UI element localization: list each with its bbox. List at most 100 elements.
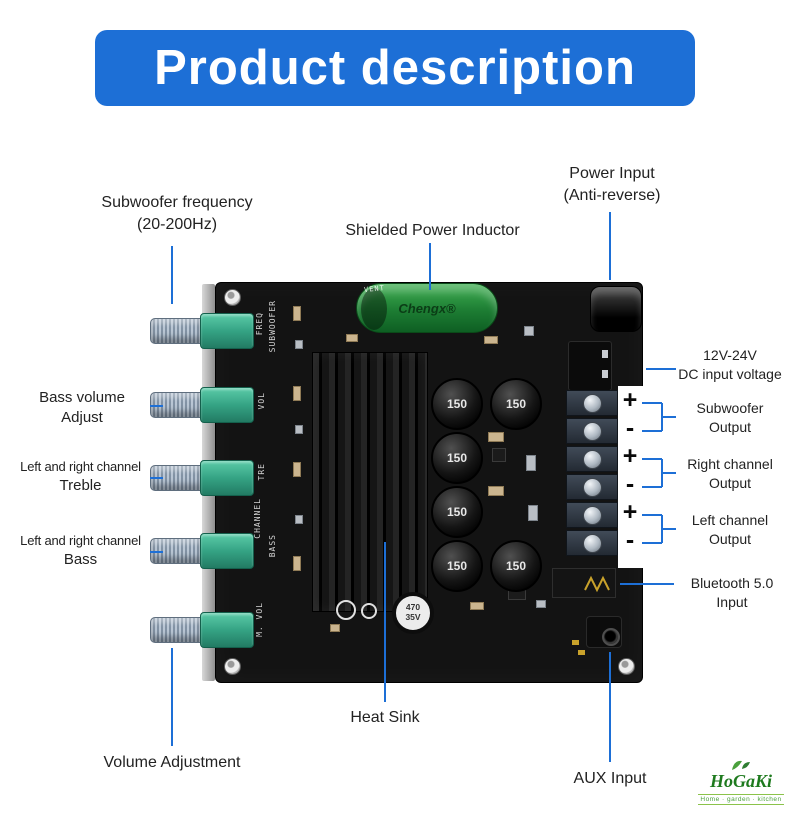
smd-component [293, 556, 301, 571]
power-connector [568, 341, 612, 391]
corner-screw-hole [224, 289, 241, 306]
callout-right-channel-output: Right channel Output [676, 455, 784, 493]
callout-treble: Left and right channel Treble [8, 458, 153, 496]
terminal-screw [583, 450, 602, 469]
callout-text: Right channel [687, 456, 773, 472]
knob-treble[interactable] [150, 460, 254, 496]
knob-body [200, 460, 254, 496]
smd-component [488, 432, 504, 442]
callout-aux-input: AUX Input [550, 768, 670, 790]
callout-text: Output [708, 418, 752, 435]
terminal-subwoofer-plus[interactable] [566, 390, 618, 416]
bluetooth-module [552, 568, 616, 598]
terminal-right-minus[interactable] [566, 474, 618, 500]
terminal-screw [583, 478, 602, 497]
banner: Product description [95, 30, 695, 106]
silkscreen-freq: FREQ [255, 312, 264, 336]
toroid-inductor: 150 [431, 486, 483, 538]
capacitor-outline [361, 603, 377, 619]
smd-component [484, 336, 498, 344]
inductor-value: 150 [446, 451, 468, 465]
knob-body [200, 533, 254, 569]
smd-component [470, 602, 484, 610]
callout-text: Left and right channel [20, 459, 141, 474]
smd-component [293, 462, 301, 477]
callout-subwoofer-frequency: Subwoofer frequency (20-200Hz) [82, 192, 272, 235]
callout-heat-sink: Heat Sink [330, 707, 440, 729]
smd-component [526, 455, 536, 471]
callout-text: Subwoofer [696, 400, 764, 416]
callout-text: Treble [59, 476, 102, 494]
callout-bluetooth-input: Bluetooth 5.0 Input [676, 574, 788, 612]
callout-power-input: Power Input (Anti-reverse) [542, 163, 682, 206]
toroid-inductor: 150 [490, 378, 542, 430]
callout-bass-volume: Bass volume Adjust [12, 388, 152, 429]
smd-component [295, 340, 303, 349]
polarity-sign: + [622, 498, 638, 526]
toroid-inductor: 150 [431, 540, 483, 592]
smd-component [488, 486, 504, 496]
dc-power-jack[interactable] [590, 286, 642, 332]
knob-body [200, 612, 254, 648]
toroid-inductor: 150 [431, 432, 483, 484]
logo-name: HoGaKi [709, 771, 772, 791]
callout-text: Power Input [569, 165, 655, 182]
smd-component [528, 505, 538, 521]
knob-master-volume[interactable] [150, 612, 254, 648]
callout-text: Bass [63, 550, 98, 568]
silkscreen-bass: BASS [268, 534, 277, 558]
terminal-right-plus[interactable] [566, 446, 618, 472]
logo-tagline: Home · garden · kitchen [698, 793, 784, 805]
terminal-left-plus[interactable] [566, 502, 618, 528]
callout-text: Bass volume [39, 389, 125, 406]
knob-shaft [150, 465, 202, 491]
output-terminal-block[interactable] [566, 390, 618, 558]
shielded-power-inductor: Chengx® [356, 283, 498, 333]
page-title: Product description [154, 41, 636, 95]
silkscreen-vol: VOL [257, 392, 266, 410]
callout-text: Input [716, 593, 748, 610]
knob-bass[interactable] [150, 533, 254, 569]
board-edge-cutout [618, 386, 644, 568]
polarity-sign: - [625, 414, 635, 442]
smd-component [330, 624, 340, 632]
smd-component [293, 386, 301, 401]
knob-shaft [150, 538, 202, 564]
capacitor-end [361, 288, 387, 330]
solder-pad [578, 650, 585, 655]
callout-text: (20-200Hz) [136, 215, 218, 233]
callout-volume-adjustment: Volume Adjustment [87, 752, 257, 774]
aux-jack[interactable] [586, 616, 622, 648]
silkscreen-channel: CHANNEL [253, 498, 262, 539]
leaf-icon [732, 760, 750, 770]
toroid-inductor: 150 [431, 378, 483, 430]
terminal-screw [583, 422, 602, 441]
corner-screw-hole [618, 658, 635, 675]
callout-text: Shielded Power Inductor [345, 222, 520, 239]
callout-shielded-inductor: Shielded Power Inductor [325, 220, 540, 242]
inductor-value: 150 [505, 397, 527, 411]
polarity-sign: - [625, 470, 635, 498]
terminal-screw [583, 394, 602, 413]
inductor-value: 150 [505, 559, 527, 573]
aux-port-opening [602, 628, 620, 646]
smd-component [524, 326, 534, 336]
corner-screw-hole [224, 658, 241, 675]
inductor-value: 150 [446, 559, 468, 573]
callout-text: 12V-24V [703, 347, 757, 363]
capacitor-value: 470 [405, 602, 421, 613]
terminal-subwoofer-minus[interactable] [566, 418, 618, 444]
connector-pin [602, 350, 608, 358]
callout-bass: Left and right channel Bass [8, 532, 153, 570]
smd-component [293, 306, 301, 321]
terminal-left-minus[interactable] [566, 530, 618, 556]
knob-subwoofer-frequency[interactable] [150, 313, 254, 349]
callout-dc-input: 12V-24V DC input voltage [674, 346, 786, 384]
toroid-inductor: 150 [490, 540, 542, 592]
callout-text: (Anti-reverse) [563, 186, 661, 204]
callout-text: Subwoofer frequency [101, 194, 253, 211]
knob-bass-volume[interactable] [150, 387, 254, 423]
smd-component [346, 334, 358, 342]
capacitor-outline [336, 600, 356, 620]
